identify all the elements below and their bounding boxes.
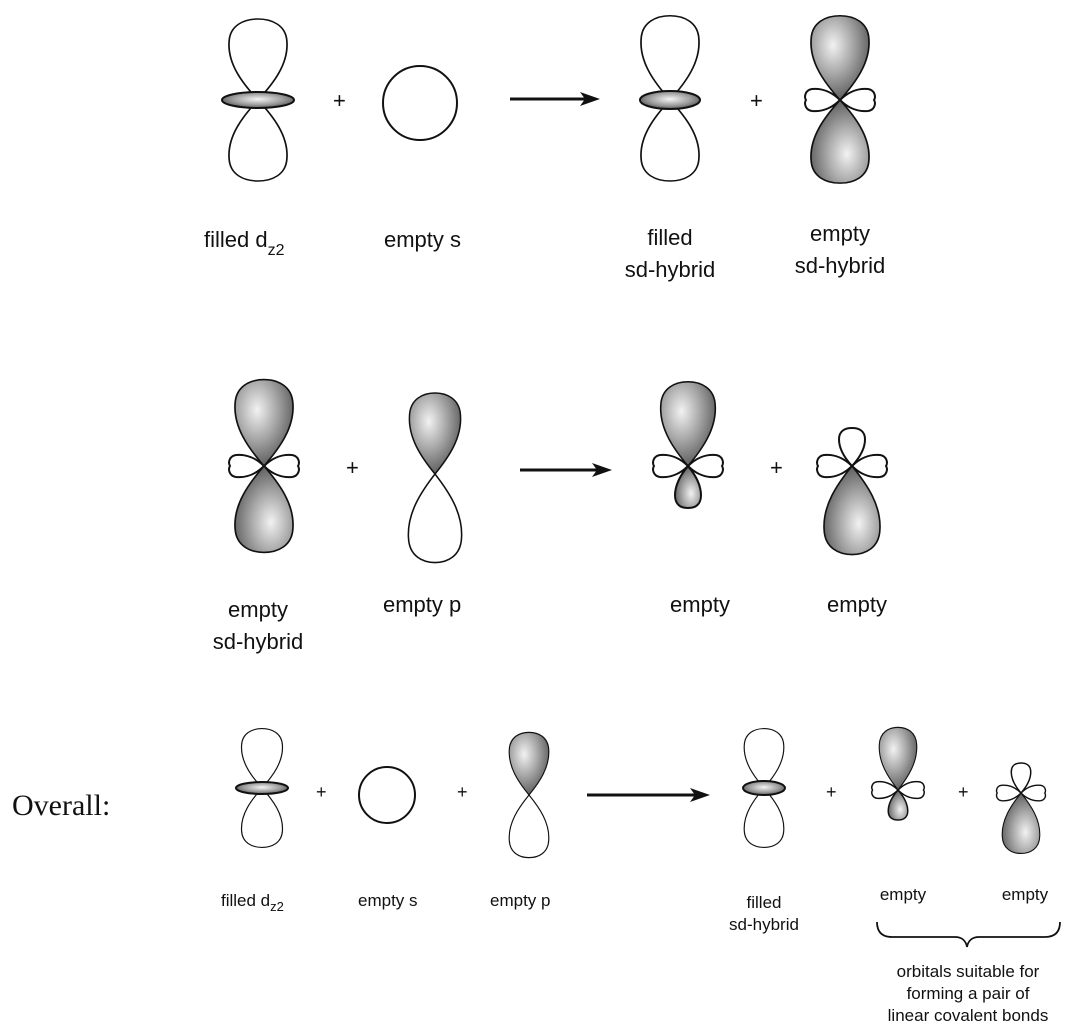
label-filled-sd-line1: filled	[647, 225, 692, 250]
label-filled-sd-line1: filled	[747, 893, 782, 912]
plus-sign: +	[958, 782, 969, 802]
label-empty-sd-line1: empty	[228, 597, 288, 622]
plus-sign: +	[770, 455, 783, 480]
label-filled-dz2: filled dz2	[204, 227, 285, 259]
dz2-torus-ring	[221, 91, 295, 109]
filled-sd-hybrid-orbital	[742, 728, 786, 848]
plus-sign: +	[750, 88, 763, 113]
p-orbital	[508, 731, 550, 859]
overall-heading: Overall:	[12, 789, 110, 822]
empty-sd-hybrid-orbital	[804, 14, 876, 185]
plus-sign: +	[316, 782, 327, 802]
plus-sign: +	[457, 782, 468, 802]
label-empty-p: empty p	[383, 592, 461, 617]
reaction-arrow	[510, 92, 600, 106]
plus-sign: +	[333, 88, 346, 113]
label-empty-sd-line1: empty	[810, 221, 870, 246]
label-empty-a: empty	[880, 885, 927, 904]
s-orbital	[382, 65, 458, 141]
filled-sd-hybrid-orbital	[639, 14, 701, 182]
p-orbital	[407, 392, 463, 564]
label-empty-sd-line2: sd-hybrid	[213, 629, 303, 654]
brace-caption-line3: linear covalent bonds	[888, 1006, 1049, 1025]
label-empty-p: empty p	[490, 891, 550, 910]
reaction-arrow	[587, 788, 710, 802]
empty-spd-hybrid-down-orbital	[816, 427, 888, 556]
empty-sd-hybrid-orbital	[228, 378, 300, 554]
label-empty-b: empty	[827, 592, 887, 617]
plus-sign: +	[346, 455, 359, 480]
label-filled-dz2: filled dz2	[221, 891, 284, 914]
label-empty-b: empty	[1002, 885, 1049, 904]
plus-sign: +	[826, 782, 837, 802]
row-3-overall: Overall: + + +	[12, 726, 1061, 1025]
dz2-orbital	[235, 727, 289, 849]
label-filled-sd-line2: sd-hybrid	[625, 257, 715, 282]
brace-caption-line1: orbitals suitable for	[897, 962, 1040, 981]
label-empty-a: empty	[670, 592, 730, 617]
label-empty-s: empty s	[384, 227, 461, 252]
empty-spd-hybrid-down-orbital	[995, 762, 1047, 855]
s-orbital	[358, 766, 416, 824]
label-empty-s: empty s	[358, 891, 418, 910]
label-filled-sd-line2: sd-hybrid	[729, 915, 799, 934]
empty-spd-hybrid-up-orbital	[871, 726, 925, 821]
row-1: + + filled dz2 empty s filled sd-hybrid …	[204, 14, 885, 282]
brace-caption-line2: forming a pair of	[907, 984, 1030, 1003]
grouping-brace	[876, 921, 1061, 948]
row-2: + + empty sd-hybrid empty p empty	[213, 378, 888, 654]
reaction-arrow	[520, 463, 612, 477]
empty-spd-hybrid-up-orbital	[652, 380, 724, 510]
dz2-orbital	[221, 18, 295, 182]
label-empty-sd-line2: sd-hybrid	[795, 253, 885, 278]
